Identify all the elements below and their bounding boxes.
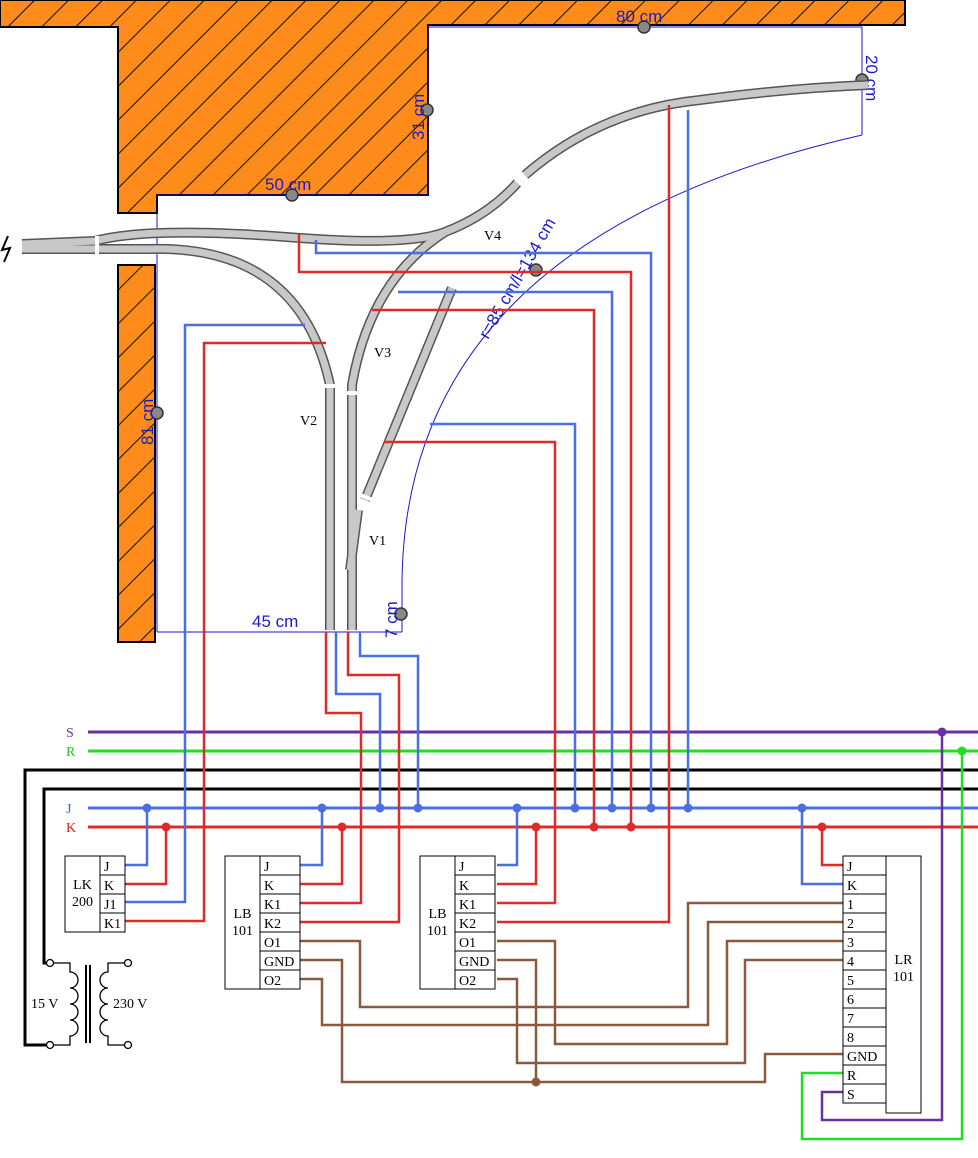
pin-label: 2 bbox=[847, 917, 854, 932]
pin-label: 7 bbox=[847, 1012, 854, 1027]
pin-cell bbox=[454, 969, 496, 990]
pin-label: GND bbox=[847, 1050, 877, 1065]
module-name-line1: LB bbox=[429, 907, 447, 922]
module-body bbox=[885, 855, 922, 1114]
buses bbox=[23, 730, 978, 1047]
pin-label: J bbox=[264, 860, 270, 875]
pin-label: J bbox=[459, 860, 465, 875]
transformer-primary: 230 V bbox=[113, 997, 147, 1012]
pin-label: 6 bbox=[847, 993, 854, 1008]
pin-label: O1 bbox=[264, 936, 281, 951]
pin-label: J1 bbox=[104, 898, 116, 913]
module-name-line1: LB bbox=[234, 907, 252, 922]
pin-label: K1 bbox=[104, 917, 121, 932]
pin-label: K bbox=[847, 879, 857, 894]
pin-label: R bbox=[847, 1069, 857, 1084]
pin-label: S bbox=[847, 1088, 855, 1103]
module-body bbox=[224, 855, 261, 990]
dimension-markers bbox=[150, 20, 869, 621]
top-wall bbox=[0, 0, 906, 214]
pin-label: K2 bbox=[264, 917, 281, 932]
transformer-secondary: 15 V bbox=[31, 997, 58, 1012]
pin-label: K bbox=[459, 879, 469, 894]
module-body bbox=[419, 855, 456, 990]
pin-label: J bbox=[847, 860, 853, 875]
red-wires bbox=[125, 105, 843, 924]
dim-inner-horizontal: 50 cm bbox=[265, 175, 311, 194]
pin-label: J bbox=[104, 860, 110, 875]
modules: LK200JKJ1K1LB101JKK1K2O1GNDO2LB101JKK1K2… bbox=[64, 855, 922, 1114]
pin-label: K1 bbox=[459, 898, 476, 913]
dim-top: 80 cm bbox=[616, 7, 662, 26]
module-name-line1: LK bbox=[73, 878, 92, 893]
dim-bottom-width: 45 cm bbox=[252, 612, 298, 631]
pin-label: K bbox=[264, 879, 274, 894]
pin-cell bbox=[842, 1083, 887, 1104]
module-name-line2: 101 bbox=[427, 924, 448, 939]
module-body bbox=[64, 855, 101, 933]
turnout-v4: V4 bbox=[484, 229, 501, 244]
pin-label: K1 bbox=[264, 898, 281, 913]
pin-cell bbox=[99, 912, 126, 933]
bus-label-r: R bbox=[66, 745, 76, 760]
pin-cell bbox=[259, 969, 301, 990]
lr-loop-wires bbox=[800, 732, 964, 1141]
bus-label-s: S bbox=[66, 726, 74, 741]
turnout-v1: V1 bbox=[369, 534, 386, 549]
pin-label: K2 bbox=[459, 917, 476, 932]
turnout-v3: V3 bbox=[374, 346, 391, 361]
pin-label: O1 bbox=[459, 936, 476, 951]
module-name-line1: LR bbox=[895, 953, 914, 968]
turnout-v2: V2 bbox=[300, 414, 317, 429]
pin-label: O2 bbox=[264, 974, 281, 989]
bus-label-k: K bbox=[66, 821, 76, 836]
pin-label: 5 bbox=[847, 974, 854, 989]
brown-wires bbox=[300, 901, 843, 1084]
pin-label: GND bbox=[264, 955, 294, 970]
bus-label-j: J bbox=[66, 802, 72, 817]
left-wall bbox=[117, 264, 156, 643]
pin-label: 3 bbox=[847, 936, 854, 951]
pin-label: O2 bbox=[459, 974, 476, 989]
dim-right: 20 cm bbox=[862, 55, 881, 101]
module-name-line2: 200 bbox=[72, 895, 93, 910]
junction-dots bbox=[142, 727, 967, 1087]
module-name-line2: 101 bbox=[232, 924, 253, 939]
dim-inner-vertical: 31 cm bbox=[409, 94, 428, 140]
tracks bbox=[0, 80, 869, 630]
pin-label: GND bbox=[459, 955, 489, 970]
pin-label: K bbox=[104, 879, 114, 894]
pin-label: 1 bbox=[847, 898, 854, 913]
module-name-line2: 101 bbox=[893, 970, 914, 985]
transformer bbox=[45, 958, 133, 1050]
dim-bottom-small: 7 cm bbox=[382, 601, 401, 638]
pin-label: 8 bbox=[847, 1031, 854, 1046]
blue-wires bbox=[125, 110, 843, 904]
pin-label: 4 bbox=[847, 955, 854, 970]
dim-left-vertical: 81 cm bbox=[138, 399, 157, 445]
